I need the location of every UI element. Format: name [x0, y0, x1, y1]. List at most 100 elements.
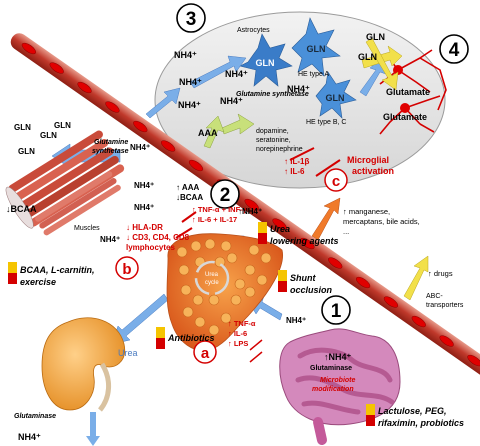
muscle-gs-1: Glutamine — [94, 139, 128, 146]
liver-lobule — [190, 240, 202, 252]
liver-lobule — [256, 274, 268, 286]
brain-nh4-5: NH4⁺ — [220, 96, 243, 106]
red-blood-cell — [188, 159, 204, 172]
shunt-1: Shunt — [290, 273, 316, 283]
center-il6: ↑ IL-6 + IL-17 — [192, 215, 237, 224]
astrocyte-3: GLN — [315, 71, 357, 119]
kidney-urea: Urea — [118, 348, 138, 358]
svg-text:1: 1 — [331, 301, 342, 322]
brain-il6: ↑ IL-6 — [284, 167, 305, 176]
lactulose-1: Lactulose, PEG, — [378, 406, 447, 416]
gut-glutaminase: Glutaminase — [310, 365, 352, 372]
kidney — [41, 317, 126, 411]
gln-neuron-2: GLN — [358, 52, 377, 62]
gut-tnf: ↑ TNF-α — [228, 319, 256, 328]
microbiota-1: Microbiote — [320, 377, 355, 384]
pill-bcaa — [8, 262, 17, 284]
svg-text:a: a — [201, 345, 210, 362]
urea-lowering-1: Urea — [270, 224, 290, 234]
microglial-label-2: activation — [352, 166, 394, 176]
gut-nh4-up: ↑NH4⁺ — [324, 352, 352, 362]
brain-region — [154, 11, 446, 189]
blood-vessel — [10, 33, 480, 380]
astrocyte3-gln-label: GLN — [326, 93, 345, 103]
liver-lobule — [220, 240, 232, 252]
astrocyte-1: GLN — [239, 33, 293, 87]
neurotransmitter-2: seratonine, — [256, 137, 291, 144]
svg-text:4: 4 — [449, 40, 460, 61]
astrocytes-label: Astrocytes — [237, 27, 270, 34]
urea-lowering-2: lowering agents — [270, 236, 339, 246]
muscles-label: Muscles — [74, 225, 100, 232]
red-blood-cell — [244, 198, 259, 211]
red-blood-cell — [383, 296, 399, 308]
label-c-badge: c — [324, 168, 348, 192]
treat-bcaa-2: exercise — [20, 277, 56, 287]
pill-shunt — [278, 270, 287, 292]
pill-urea — [258, 222, 267, 244]
red-blood-cell — [411, 315, 426, 328]
red-blood-cell — [328, 257, 343, 269]
shunt-2: occlusion — [290, 285, 333, 295]
muscle-nh4-3: NH4⁺ — [134, 203, 154, 212]
urea-cycle-2: cycle — [205, 280, 219, 286]
abc-1: ABC- — [426, 293, 443, 300]
liver-lobules — [176, 238, 272, 336]
antibiotics-label: Antibiotics — [167, 333, 215, 343]
pill-antibiotics — [156, 327, 165, 349]
manganese-2: mercaptans, bile acids, — [343, 217, 420, 226]
glutamate-label-2: Glutamate — [383, 112, 427, 122]
svg-text:2: 2 — [220, 185, 231, 206]
brain-nh4-1: NH4⁺ — [174, 50, 197, 60]
muscle-nh4-1: NH4⁺ — [100, 235, 120, 244]
brain-nh4-2: NH4⁺ — [179, 77, 202, 87]
liver-lobule — [208, 294, 220, 306]
red-blood-cell — [105, 101, 120, 113]
he-type-bc-label: HE type B, C — [306, 119, 346, 126]
red-blood-cell — [300, 237, 315, 250]
liver-lobule — [248, 244, 260, 256]
liver-lobule — [180, 284, 192, 296]
liver-lobule — [260, 252, 272, 264]
muscle-bcaa: ↓BCAA — [6, 204, 37, 214]
glutamine-synthetase-brain: Glutamine synthetase — [236, 91, 309, 98]
center-tnf: ↑ TNF-α + INF-γ — [192, 205, 248, 214]
brain-nh4-4: NH4⁺ — [225, 69, 248, 79]
center-nh4: ↑NH4⁺ — [238, 207, 262, 216]
svg-text:3: 3 — [186, 9, 197, 30]
manganese-1: ↑ manganese, — [343, 207, 390, 216]
red-blood-cell — [439, 335, 454, 347]
liver-lobule — [176, 246, 188, 258]
intestine — [279, 328, 401, 445]
liver-lobule — [220, 312, 232, 324]
manganese-3: ... — [343, 227, 349, 236]
liver-lobule — [204, 238, 216, 250]
liver-lobule — [192, 294, 204, 306]
astrocyte-2: GLN — [291, 17, 341, 77]
immune-hla: ↓ HLA-DR — [126, 223, 163, 232]
muscle-gln-4: GLN — [18, 147, 35, 156]
brain-il1b: ↑ IL-1β — [284, 157, 309, 166]
center-bcaa: ↓BCAA — [176, 193, 203, 202]
liver-lobule — [178, 264, 190, 276]
treat-bcaa-1: BCAA, L-carnitin, — [20, 265, 95, 275]
brain-nh4-6: NH4⁺ — [287, 84, 310, 94]
svg-text:b: b — [122, 261, 131, 278]
center-aaa: ↑ AAA — [176, 183, 199, 192]
step-2-badge: 2 — [210, 179, 240, 209]
neuron-body-2 — [400, 103, 410, 113]
neurotransmitter-3: norepinephrine — [256, 146, 303, 153]
microglial-label-1: Microglial — [347, 155, 389, 165]
step-1-badge: 1 — [321, 295, 351, 325]
neurotransmitter-1: dopamine, — [256, 128, 289, 135]
liver-lobule — [234, 278, 246, 290]
brain-aaa-label: AAA — [198, 128, 218, 138]
red-blood-cell — [133, 120, 148, 133]
he-type-a-label: HE type A — [298, 71, 329, 78]
glutamate-label-1: Glutamate — [386, 87, 430, 97]
astrocyte2-gln-label: GLN — [307, 44, 326, 54]
urea-cycle-ring — [194, 260, 230, 296]
muscle-bundle — [5, 130, 125, 236]
drugs-label: ↑ drugs — [428, 269, 453, 278]
